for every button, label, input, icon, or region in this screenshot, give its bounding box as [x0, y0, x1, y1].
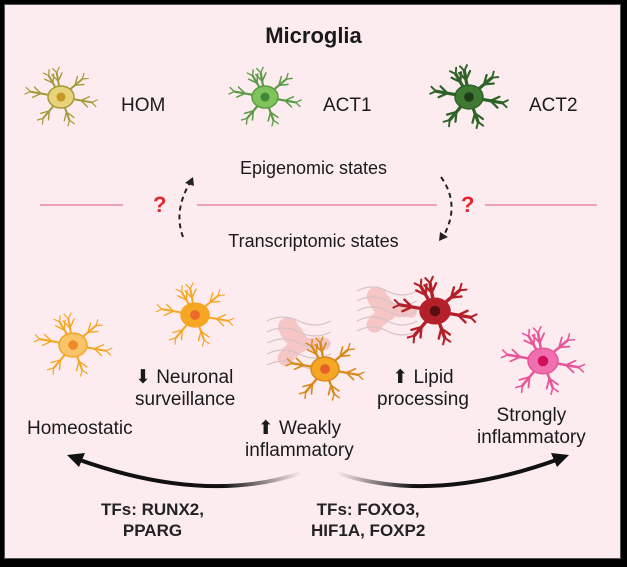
epigenomic-states-label: Epigenomic states	[239, 158, 388, 178]
arrow-to-homeostatic	[76, 457, 302, 489]
weakly-inflammatory-label: ⬆ Weakly inflammatory	[245, 418, 354, 461]
question-mark-right: ?	[461, 192, 475, 217]
state-label-act1: ACT1	[323, 95, 372, 116]
tfs-left: TFs: RUNX2, PPARG	[101, 500, 204, 540]
microglia-strongly-inflammatory-icon	[500, 326, 586, 396]
tfs-right: TFs: FOXO3, HIF1A, FOXP2	[311, 500, 426, 540]
cycle-arrow-right	[440, 176, 453, 238]
state-label-act2: ACT2	[529, 95, 578, 116]
homeostatic-label: Homeostatic	[27, 418, 133, 439]
microglia-weakly-inflammatory-icon	[285, 336, 365, 401]
microglia-act2-icon	[429, 64, 509, 130]
up-arrow-icon: ⬆	[257, 418, 274, 439]
state-label-hom: HOM	[121, 95, 166, 116]
arrowhead-strongly-inflammatory	[551, 453, 569, 467]
lipid-droplets-lipid	[356, 286, 418, 336]
microglia-lipid-processing-icon	[392, 275, 478, 346]
up-arrow-icon: ⬆	[392, 367, 409, 388]
microglia-homeostatic-icon	[33, 312, 113, 377]
strongly-inflammatory-label: Strongly inflammatory	[477, 405, 586, 448]
microglia-surveillance-icon	[155, 282, 235, 347]
microglia-act1-icon	[228, 66, 302, 127]
arrow-to-strongly-inflammatory	[336, 457, 560, 489]
cycle-arrowhead-right	[439, 232, 448, 241]
transcriptomic-states-label: Transcriptomic states	[228, 231, 399, 251]
figure-panel: Microglia HOM ACT1 ACT2 Epigenomic	[4, 4, 621, 559]
down-arrow-icon: ⬇	[135, 367, 151, 388]
arrowhead-homeostatic	[67, 453, 85, 467]
neuronal-surveillance-label: ⬇ Neuronal surveillance	[135, 367, 236, 410]
question-mark-left: ?	[153, 192, 167, 217]
microglia-hom-icon	[24, 66, 98, 127]
cycle-arrowhead-left	[185, 177, 194, 186]
cycle-arrow-left	[178, 180, 192, 238]
figure-title: Microglia	[265, 23, 362, 48]
diagram-graphics	[24, 64, 597, 489]
lipid-processing-label: ⬆ Lipid processing	[377, 367, 469, 410]
